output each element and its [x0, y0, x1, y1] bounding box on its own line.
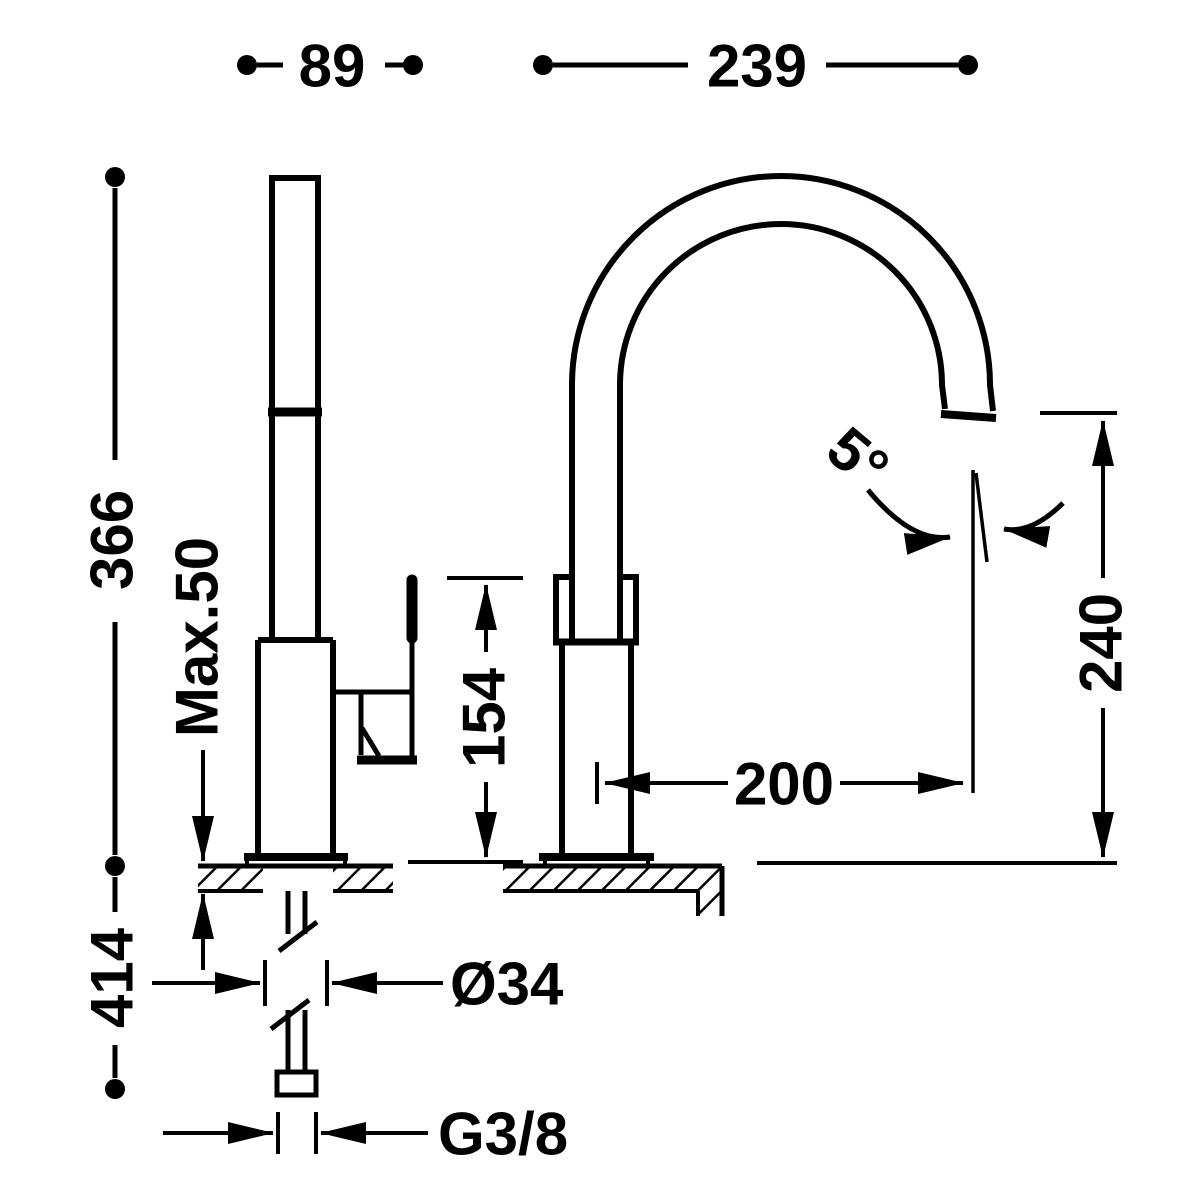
dim-endpoint-dot [237, 55, 257, 75]
column-body [559, 642, 634, 857]
collar-sides [553, 574, 639, 642]
pipe-break-slash-upper [277, 920, 319, 953]
countertop-front-section [503, 863, 725, 916]
dim-label-366: 366 [79, 490, 146, 590]
dim-endpoint-dot [105, 167, 125, 187]
handle [331, 574, 418, 765]
column-collar [553, 574, 639, 646]
dim-label-154: 154 [451, 667, 518, 768]
dim-label-414: 414 [79, 927, 146, 1028]
dim-label-angle: 5° [814, 414, 901, 502]
dim-endpoint-dot [533, 55, 553, 75]
dim-200: 200 [595, 751, 964, 818]
dim-width-89: 89 [237, 33, 423, 100]
spout-end-cap [940, 410, 997, 422]
countertop-side-section [198, 863, 393, 893]
dim-label-89: 89 [299, 33, 366, 100]
angle-arc-arrow-left [866, 488, 951, 555]
pipe-lower-segment [285, 1010, 308, 1072]
supply-pipe [269, 891, 319, 1098]
front-view: 239 [503, 33, 1135, 916]
counter-hatch [198, 866, 263, 891]
angle-annotation: 5° [814, 414, 1065, 793]
dim-154: 154 [408, 576, 523, 864]
dim-endpoint-dot [403, 55, 423, 75]
dim-label-200: 200 [734, 751, 834, 818]
dim-endpoint-dot [105, 1079, 125, 1099]
dim-label-diameter: Ø34 [450, 951, 564, 1018]
dim-240: 240 [1040, 411, 1135, 858]
tap-side-outline [244, 175, 418, 866]
angle-arc-arrow-right [1003, 501, 1065, 548]
dim-endpoint-dot [105, 856, 125, 876]
pipe-upper-segment [285, 891, 308, 934]
tap-front-outline [539, 173, 997, 866]
pipe-end-fitting [274, 1069, 319, 1098]
counter-hatch [333, 866, 393, 891]
dim-ticks [276, 1112, 318, 1154]
dim-hole-diameter: Ø34 [152, 951, 564, 1018]
dim-label-240: 240 [1068, 593, 1135, 693]
handle-mount-brace [359, 726, 382, 758]
dim-height-366: 366 [79, 167, 146, 855]
dim-thread: G3/8 [163, 1101, 568, 1168]
dim-ticks [263, 960, 329, 1006]
dim-label-max50: Max.50 [164, 537, 231, 737]
dim-width-239: 239 [533, 33, 978, 100]
counter-hatch [503, 866, 722, 891]
spout-arc-outer [569, 173, 996, 642]
spout-arc-inner [617, 221, 948, 642]
dim-max-counter-thickness: Max.50 [164, 537, 231, 970]
dim-414: 414 [79, 856, 146, 1099]
tap-body [255, 637, 336, 857]
dim-label-thread: G3/8 [438, 1101, 568, 1168]
dim-endpoint-dot [958, 55, 978, 75]
tilted-axis-line [974, 472, 989, 563]
counter-hatch [698, 891, 722, 916]
dim-label-239: 239 [707, 33, 807, 100]
side-view: 89 [79, 33, 569, 1168]
